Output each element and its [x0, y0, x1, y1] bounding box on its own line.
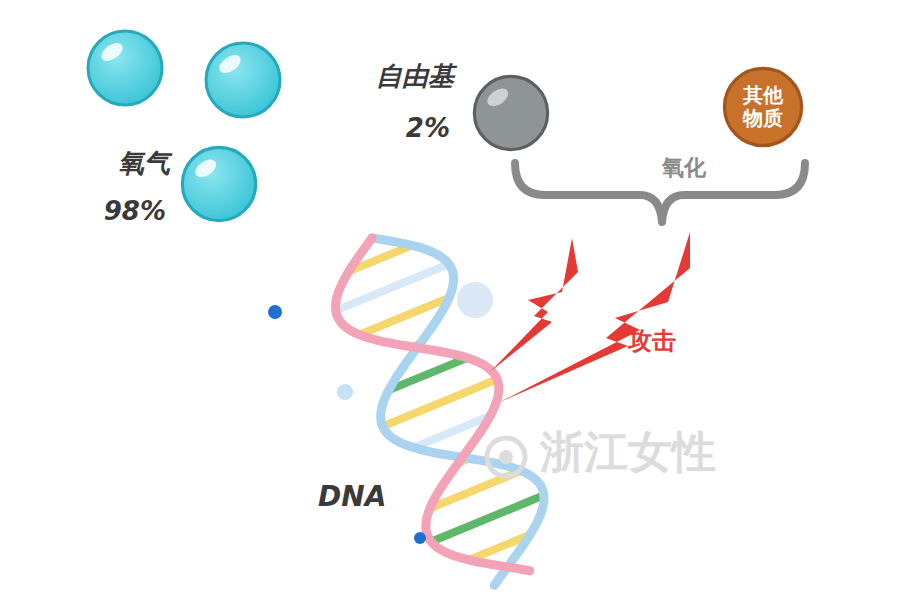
oxidation-label: 氧化 [662, 156, 706, 180]
ball-shape [180, 145, 258, 223]
ball-body [474, 76, 547, 149]
ball-label: 氧气 [118, 149, 170, 178]
ball-body [182, 147, 255, 220]
dna-strand [336, 238, 530, 571]
ball-highlight [216, 51, 244, 76]
bubble [337, 384, 353, 400]
watermark: 浙江女性 [540, 428, 716, 476]
dot [414, 532, 426, 544]
oxygen-ball: 氧气98% [180, 145, 258, 223]
ball-label: 2% [406, 114, 450, 143]
attack-bolt [490, 238, 578, 372]
ball-label: 其他 物质 [741, 84, 785, 130]
ball-label: 自由基 [376, 62, 454, 91]
brace [515, 163, 805, 222]
dna-helix [336, 238, 544, 585]
dna-strand [372, 238, 544, 585]
ball-body [88, 31, 162, 105]
attack-bolt [500, 232, 690, 402]
watermark-dot [499, 450, 513, 464]
ball-body [724, 68, 801, 145]
attack-label: 攻击 [628, 328, 676, 354]
ball-label: 98% [104, 197, 166, 226]
ball-highlight [98, 39, 126, 64]
bubble [457, 282, 493, 318]
dot [268, 305, 282, 319]
watermark-icon [487, 438, 525, 476]
oxygen-ball [88, 31, 162, 105]
dna-label: DNA [318, 482, 386, 513]
ball-highlight [192, 156, 219, 181]
watermark-ring [487, 438, 525, 476]
label-holder: 其他 物质 [722, 66, 804, 148]
other-substance-ball: 其他 物质 [722, 66, 804, 148]
oxygen-ball [206, 43, 280, 117]
ball-body [206, 43, 280, 117]
ball-shape [472, 74, 550, 152]
ball-highlight [484, 85, 511, 110]
free-radical-ball: 自由基2% [472, 74, 550, 152]
